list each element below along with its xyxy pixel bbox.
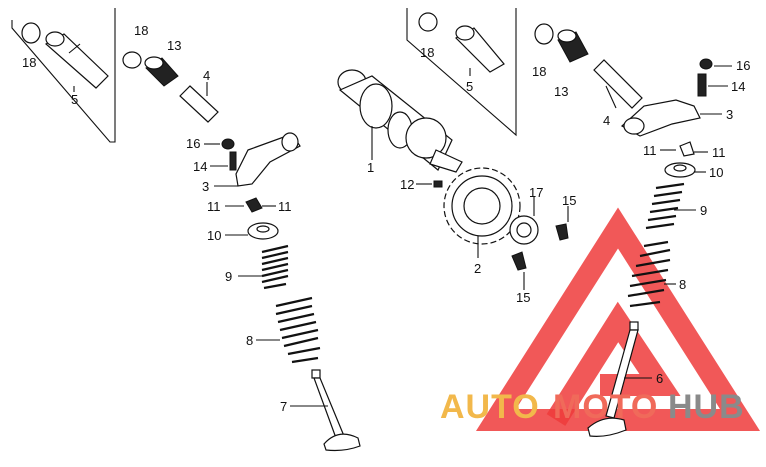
watermark-word-hub: HUB bbox=[668, 388, 745, 426]
o-ring-18-right bbox=[534, 23, 554, 45]
bolt-15-upper bbox=[555, 206, 569, 241]
rocker-arm-3-right bbox=[620, 99, 722, 137]
valve-6-exhaust bbox=[587, 321, 652, 437]
label-1: 1 bbox=[367, 160, 374, 175]
label-16-right: 16 bbox=[736, 58, 750, 73]
valve-cotter-11-left bbox=[225, 197, 276, 213]
spring-retainer-10-right bbox=[664, 162, 706, 178]
label-5-left: 5 bbox=[71, 92, 78, 107]
label-17: 17 bbox=[529, 185, 543, 200]
label-15-lower: 15 bbox=[516, 290, 530, 305]
label-11-right-b: 11 bbox=[712, 145, 726, 160]
detail-box-left bbox=[11, 8, 116, 143]
rocker-arm-3-left bbox=[214, 132, 301, 187]
spring-retainer-10-left bbox=[225, 222, 279, 240]
label-12: 12 bbox=[400, 177, 414, 192]
label-4-left: 4 bbox=[203, 68, 210, 83]
watermark-word-auto: AUTO bbox=[440, 388, 540, 426]
label-8-left: 8 bbox=[246, 333, 253, 348]
dowel-pin-12 bbox=[416, 180, 443, 188]
camshaft-1 bbox=[337, 69, 463, 173]
label-10-left: 10 bbox=[207, 228, 221, 243]
valve-7-intake bbox=[290, 369, 361, 452]
label-4-right: 4 bbox=[603, 113, 610, 128]
collar-13-right bbox=[557, 29, 589, 63]
label-8-right: 8 bbox=[679, 277, 686, 292]
rocker-shaft-4-right bbox=[593, 59, 643, 109]
label-14-left: 14 bbox=[193, 159, 207, 174]
outer-spring-8-left bbox=[256, 296, 321, 364]
collar-13-left bbox=[144, 56, 179, 87]
label-3-left: 3 bbox=[202, 179, 209, 194]
o-ring-18-right-top bbox=[418, 12, 438, 32]
valve-cotter-11-right bbox=[660, 141, 708, 157]
rocker-shaft-5-left bbox=[44, 31, 109, 92]
part-number-labels: 18 5 18 13 4 16 14 3 11 11 10 9 8 7 1 12… bbox=[22, 23, 750, 414]
label-11-left-a: 11 bbox=[207, 199, 221, 214]
watermark-word-moto: MOTO bbox=[553, 388, 658, 426]
label-3-right: 3 bbox=[726, 107, 733, 122]
label-18-right: 18 bbox=[532, 64, 546, 79]
label-16-left: 16 bbox=[186, 136, 200, 151]
label-9-left: 9 bbox=[225, 269, 232, 284]
label-6: 6 bbox=[656, 371, 663, 386]
label-18-right-top: 18 bbox=[420, 45, 434, 60]
label-18-left: 18 bbox=[134, 23, 148, 38]
cam-sprocket-2 bbox=[443, 167, 521, 258]
label-2: 2 bbox=[474, 261, 481, 276]
label-5-right: 5 bbox=[466, 79, 473, 94]
detail-box-right bbox=[406, 8, 517, 137]
label-11-left-b: 11 bbox=[278, 199, 292, 214]
label-10-right: 10 bbox=[709, 165, 723, 180]
adjust-screw-14-left bbox=[210, 151, 237, 171]
watermark-triangle-inner bbox=[546, 301, 681, 426]
outer-spring-8-right bbox=[627, 240, 676, 308]
label-14-right: 14 bbox=[731, 79, 745, 94]
adjust-screw-14-right bbox=[697, 73, 728, 97]
o-ring-18-left-top bbox=[21, 22, 41, 44]
label-7: 7 bbox=[280, 399, 287, 414]
label-9-right: 9 bbox=[700, 203, 707, 218]
adjust-cap-16-right bbox=[699, 58, 732, 70]
label-11-right-a: 11 bbox=[643, 143, 657, 158]
label-13-left: 13 bbox=[167, 38, 181, 53]
o-ring-18-left bbox=[122, 51, 142, 69]
rocker-shaft-5-right bbox=[455, 25, 505, 76]
rocker-shaft-4-left bbox=[179, 82, 219, 123]
label-15-upper: 15 bbox=[562, 193, 576, 208]
label-18-left-top: 18 bbox=[22, 55, 36, 70]
bolt-15-lower bbox=[511, 251, 527, 290]
label-13-right: 13 bbox=[554, 84, 568, 99]
bearing-17 bbox=[509, 196, 539, 245]
adjust-cap-16-left bbox=[204, 138, 235, 150]
inner-spring-9-left bbox=[238, 244, 289, 290]
inner-spring-9-right bbox=[645, 182, 696, 230]
watermark-text: AUTO MOTO HUB bbox=[440, 388, 745, 426]
